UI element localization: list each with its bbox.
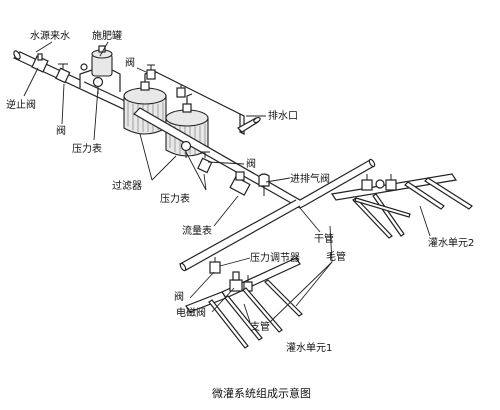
valve-top-right (176, 84, 186, 98)
pressure-gauge-mid (180, 140, 192, 158)
label-water-source: 水源来水 (30, 29, 70, 42)
label-flow-meter: 流量表 (182, 224, 212, 237)
air-vent-valve (258, 173, 270, 196)
diagram-caption: 微灌系统组成示意图 (212, 386, 311, 400)
inlet-valve (55, 63, 71, 84)
label-valve-left: 阀 (56, 124, 66, 137)
label-pressure-gauge-left: 压力表 (72, 142, 102, 155)
label-main-pipe: 干管 (314, 232, 334, 245)
label-drain-outlet: 排水口 (268, 109, 298, 122)
label-air-vent-valve: 进排气阀 (290, 172, 330, 185)
fertilizer-tank (79, 45, 121, 92)
label-filter: 过滤器 (112, 179, 142, 192)
label-fertilizer-tank: 施肥罐 (92, 29, 122, 42)
label-check-valve: 逆止阀 (6, 98, 36, 111)
unit2-capillaries (352, 177, 473, 239)
label-valve-mid: 阀 (246, 157, 256, 170)
label-pressure-regulator: 压力调节器 (250, 251, 300, 264)
pressure-regulator (209, 257, 221, 274)
label-valve-bottom: 阀 (174, 290, 184, 303)
label-branch-pipe: 支管 (250, 320, 270, 333)
branch-pipe (185, 257, 301, 313)
unit2-valve-assembly (361, 174, 397, 191)
label-capillary-pipe: 毛管 (326, 250, 346, 263)
leader-lines (23, 41, 431, 323)
flow-meter (229, 171, 251, 196)
label-valve-top: 阀 (125, 56, 135, 69)
label-pressure-gauge-mid: 压力表 (160, 192, 190, 205)
label-solenoid-valve: 电磁阀 (176, 306, 206, 319)
unit1-capillaries (208, 279, 303, 349)
label-irrigation-unit-2: 灌水单元2 (428, 237, 474, 249)
main-pipe (133, 107, 376, 272)
valve-top (146, 64, 156, 80)
label-irrigation-unit-1: 灌水单元1 (286, 342, 332, 354)
